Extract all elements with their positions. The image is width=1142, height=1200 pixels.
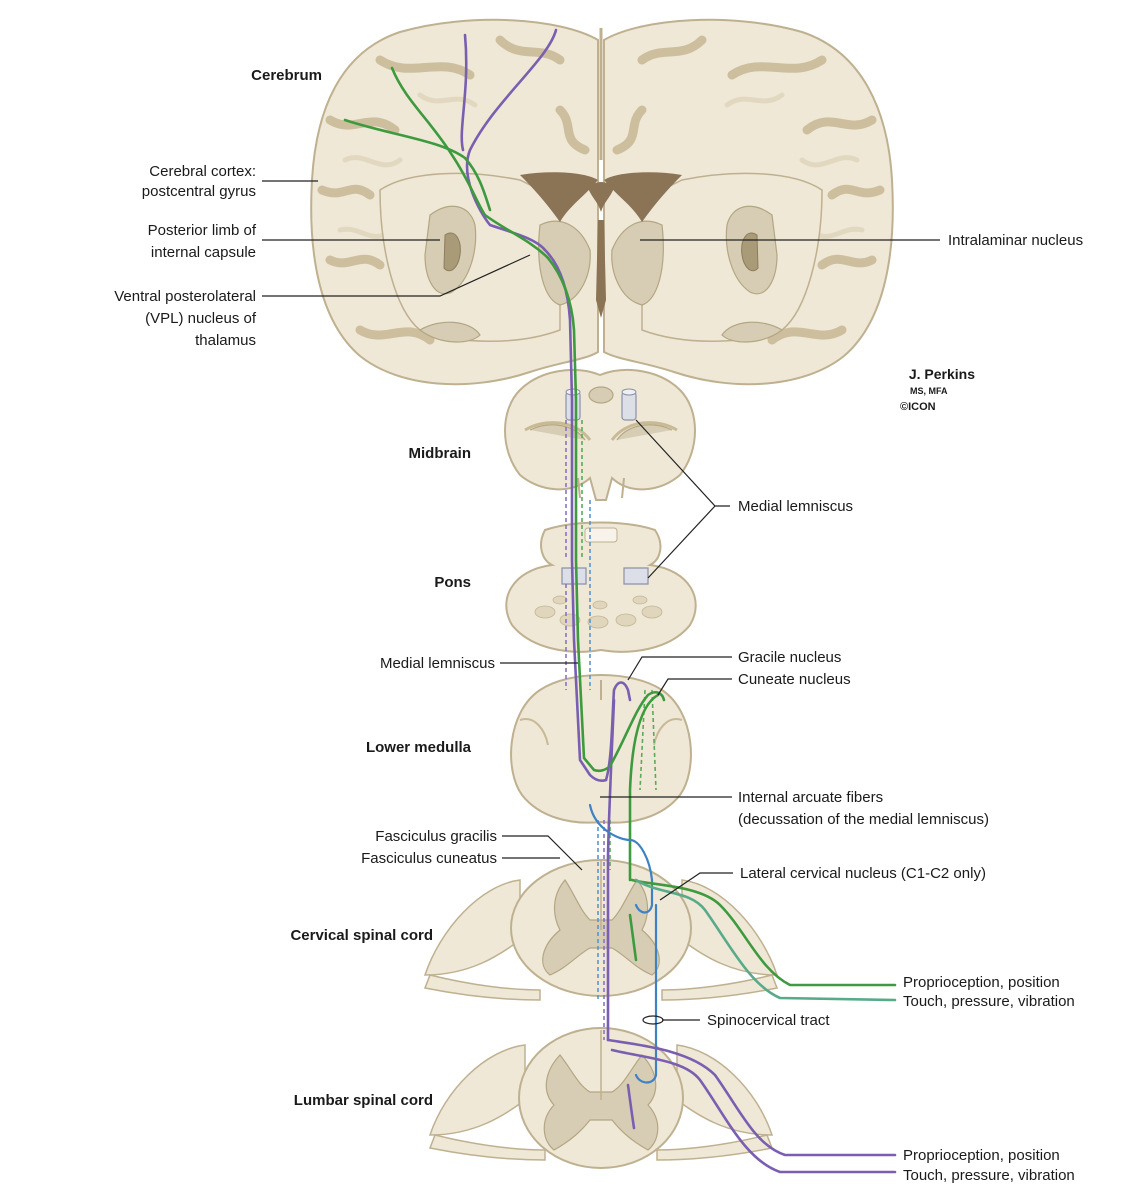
structure-labels: Cerebral cortex: postcentral gyrus Poste… bbox=[114, 163, 1083, 1184]
signature-degrees: MS, MFA bbox=[910, 386, 948, 396]
label-medial-lemniscus-right: Medial lemniscus bbox=[738, 498, 853, 515]
cervical-cord-section bbox=[423, 859, 779, 1001]
label-gracile-nucleus: Gracile nucleus bbox=[738, 649, 841, 666]
lower-medulla-section bbox=[510, 674, 692, 824]
label-vpl-2: (VPL) nucleus of bbox=[145, 310, 257, 327]
signature-artist: J. Perkins bbox=[909, 366, 975, 382]
label-lumbar-touch: Touch, pressure, vibration bbox=[903, 1167, 1075, 1184]
label-vpl-1: Ventral posterolateral bbox=[114, 288, 256, 305]
cerebrum-section bbox=[310, 18, 894, 386]
label-intralaminar-nucleus: Intralaminar nucleus bbox=[948, 232, 1083, 249]
label-internal-capsule-1: Posterior limb of bbox=[148, 222, 257, 239]
label-fasciculus-gracilis: Fasciculus gracilis bbox=[375, 828, 497, 845]
label-cervical-proprioception: Proprioception, position bbox=[903, 974, 1060, 991]
label-fasciculus-cuneatus: Fasciculus cuneatus bbox=[361, 850, 497, 867]
label-spinocervical-tract: Spinocervical tract bbox=[707, 1012, 830, 1029]
signature-publisher: ©ICON bbox=[900, 401, 936, 413]
lumbar-cord-section bbox=[428, 1027, 774, 1169]
level-midbrain: Midbrain bbox=[409, 445, 472, 462]
level-cerebrum: Cerebrum bbox=[251, 67, 322, 84]
label-cerebral-cortex-2: postcentral gyrus bbox=[142, 183, 256, 200]
midbrain-section bbox=[504, 369, 696, 501]
artist-signature: J. Perkins MS, MFA ©ICON bbox=[900, 366, 975, 413]
level-pons: Pons bbox=[434, 574, 471, 591]
level-labels: Cerebrum Midbrain Pons Lower medulla Cer… bbox=[251, 67, 472, 1109]
label-internal-arcuate-1: Internal arcuate fibers bbox=[738, 789, 883, 806]
level-cervical-cord: Cervical spinal cord bbox=[290, 927, 433, 944]
label-medial-lemniscus-left: Medial lemniscus bbox=[380, 655, 495, 672]
label-vpl-3: thalamus bbox=[195, 332, 256, 349]
level-lower-medulla: Lower medulla bbox=[366, 739, 472, 756]
label-cervical-touch: Touch, pressure, vibration bbox=[903, 993, 1075, 1010]
tract-lines bbox=[343, 28, 897, 1174]
label-lateral-cervical-nucleus: Lateral cervical nucleus (C1-C2 only) bbox=[740, 865, 986, 882]
label-cuneate-nucleus: Cuneate nucleus bbox=[738, 671, 851, 688]
label-internal-arcuate-2: (decussation of the medial lemniscus) bbox=[738, 811, 989, 828]
label-cerebral-cortex-1: Cerebral cortex: bbox=[149, 163, 256, 180]
label-lumbar-proprioception: Proprioception, position bbox=[903, 1147, 1060, 1164]
level-lumbar-cord: Lumbar spinal cord bbox=[294, 1092, 433, 1109]
leader-lines bbox=[262, 180, 940, 1025]
pons-section bbox=[505, 521, 697, 653]
label-internal-capsule-2: internal capsule bbox=[151, 244, 256, 261]
